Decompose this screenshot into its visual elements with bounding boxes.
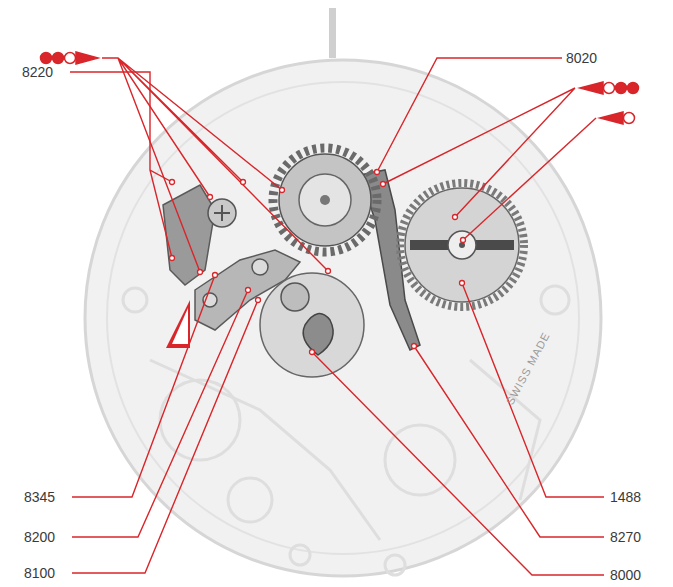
movement-plate <box>85 60 601 576</box>
callout-number: 8100 <box>24 565 55 581</box>
heart-cam <box>260 273 364 377</box>
callout-number: 8345 <box>24 489 55 505</box>
callout-number: 1488 <box>610 489 641 505</box>
oil-symbol <box>580 82 639 94</box>
callout-number: 8000 <box>610 567 641 583</box>
leader-lines <box>70 58 604 575</box>
oil-symbol <box>600 112 635 124</box>
winding-stem <box>329 8 336 58</box>
marker-triangle <box>166 300 190 348</box>
callout-number: 8270 <box>610 529 641 545</box>
oil-symbol <box>41 52 99 64</box>
marker-triangle-inner <box>172 308 188 344</box>
callout-number: 8020 <box>566 50 597 66</box>
callout-number: 8200 <box>24 529 55 545</box>
leader-dots <box>170 170 466 355</box>
column-wheel <box>273 148 377 252</box>
callout-number: 8220 <box>22 64 53 80</box>
plate-ring <box>107 82 579 554</box>
